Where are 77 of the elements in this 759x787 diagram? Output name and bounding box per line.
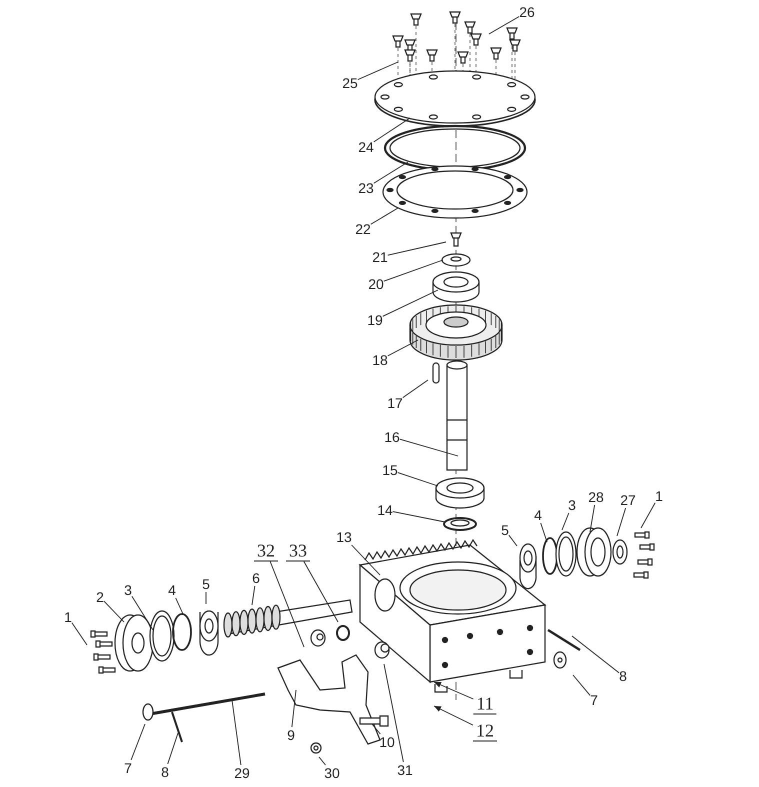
leader-line [392,511,446,522]
callout-number: 3 [124,582,132,598]
callout-number: 2 [96,589,104,605]
callout-number: 14 [377,502,393,518]
callout-number: 7 [124,760,132,776]
leader-line [434,682,474,700]
leader-line [370,208,398,225]
leader-line [103,600,124,622]
leader-line [131,596,154,630]
callout-number: 23 [358,180,374,196]
leader-line [382,290,438,317]
leader-line [572,636,620,674]
callout-number: 8 [619,668,627,684]
leader-line [402,380,428,398]
leader-line [175,598,184,614]
leader-line [357,62,398,80]
leader-line [640,502,656,528]
callout-number: 18 [372,352,388,368]
leader-line [383,260,444,282]
callout-number: 21 [372,249,388,265]
callout-number: 17 [387,395,403,411]
callout-number: 1 [64,609,72,625]
callout-number: 30 [324,765,340,781]
leader-line [303,561,338,622]
callout-number: 15 [382,462,398,478]
leader-line [167,732,178,764]
callout-number: 1 [655,488,663,504]
callout-number: 32 [254,540,278,562]
leader-line [373,162,408,184]
callout-number: 4 [534,507,542,523]
callout-number: 4 [168,582,176,598]
callout-number: 29 [234,765,250,781]
leader-line [616,508,626,536]
callout-number: 7 [590,692,598,708]
leader-line [71,622,88,646]
callout-number: 9 [287,727,295,743]
callout-number: 24 [358,139,374,155]
leader-line [488,16,520,34]
callout-number: 5 [501,522,509,538]
leader-line [351,544,380,576]
callout-number: 3 [568,497,576,513]
leader-line [387,242,446,256]
callout-number: 26 [519,4,535,20]
leader-line [387,340,418,356]
callout-number: 25 [342,75,358,91]
callout-number: 27 [620,492,636,508]
leader-line [562,512,570,530]
leader-line [252,586,256,606]
callout-number: 11 [473,694,497,714]
callout-number: 28 [588,489,604,505]
leader-line [399,438,458,456]
callout-number: 13 [336,529,352,545]
leader-line [291,690,296,728]
leader-line [540,522,548,542]
leader-line [373,118,410,142]
callout-number: 6 [252,570,260,586]
callout-number: 31 [397,762,413,778]
leader-line [372,724,381,734]
callout-number: 19 [367,312,383,328]
leader-line [397,472,438,486]
callout-number: 22 [355,221,371,237]
leader-line [130,724,146,760]
leader-line [434,706,474,726]
leader-line [232,700,242,766]
leader-line [508,534,518,546]
callout-number: 5 [202,576,210,592]
callout-number: 20 [368,276,384,292]
leader-line [318,756,326,766]
callout-number: 33 [286,540,310,562]
callout-number: 10 [379,734,395,750]
callout-number: 16 [384,429,400,445]
callout-number: 12 [473,720,497,742]
leader-line [572,674,591,696]
leader-line [590,504,596,532]
leader-line [270,561,304,648]
leader-line [384,664,404,762]
callout-number: 8 [161,764,169,780]
